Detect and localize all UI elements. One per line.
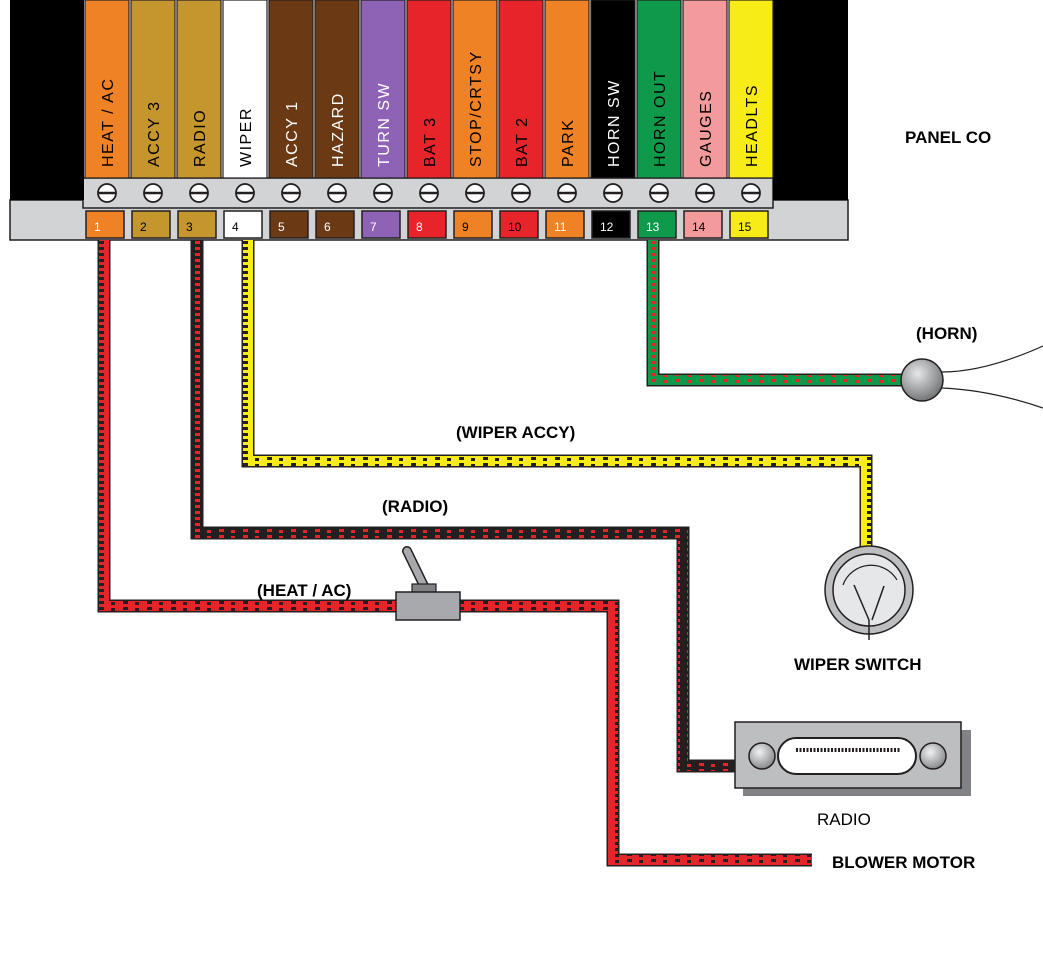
fuse-circuit-6: HAZARD 6 [314,0,360,239]
wiper-switch-label: WIPER SWITCH [794,655,922,674]
circuit-number-tab [453,210,493,239]
fuse-color-bar [84,0,130,179]
circuit-number: 8 [416,220,423,234]
circuit-number-tab [499,210,539,239]
circuit-number: 7 [370,220,377,234]
circuit-number: 1 [94,220,101,234]
wiper-switch-icon [824,545,914,640]
fuse-circuit-1: HEAT / AC 1 [84,0,130,239]
circuit-number-tab [361,210,401,239]
fuse-color-bar [452,0,498,179]
fuse-color-bar [360,0,406,179]
fuse-color-bar [498,0,544,179]
horn-label: (HORN) [916,324,977,343]
circuit-number: 13 [646,220,660,234]
circuit-number-tab [545,210,585,239]
fuse-color-bar [222,0,268,179]
heat-ac-toggle-switch [395,546,461,621]
circuit-name: PARK [560,119,577,167]
fuse-color-bar [176,0,222,179]
horn-icon [900,345,1043,409]
radio-wire-label: (RADIO) [382,497,448,516]
wires [97,240,903,867]
blower-motor-label: BLOWER MOTOR [832,853,975,872]
circuit-number: 15 [738,220,752,234]
fuse-circuit-13: HORN OUT 13 [636,0,682,239]
fuse-circuit-9: STOP/CRTSY 9 [452,0,498,239]
wiper-accy-wire-label: (WIPER ACCY) [456,423,575,442]
radio-icon [734,721,971,796]
circuit-name: HAZARD [330,92,347,167]
circuit-name: BAT 2 [514,117,531,167]
fuse-circuit-5: ACCY 1 5 [268,0,314,239]
circuit-name: BAT 3 [422,117,439,167]
circuit-number-tab [683,210,723,239]
circuit-name: ACCY 3 [146,100,163,167]
fuse-color-bar [682,0,728,179]
circuit-number-tab [729,210,769,239]
circuit-name: GAUGES [698,90,715,167]
circuit-number-tab [591,210,631,239]
fuse-color-bar [636,0,682,179]
circuit-number-tab [407,210,447,239]
circuit-number-tab [269,210,309,239]
circuit-number: 6 [324,220,331,234]
circuit-name: STOP/CRTSY [468,50,485,167]
fuse-color-bar [590,0,636,179]
circuit-name: HEADLTS [744,84,761,167]
fuse-color-bar [268,0,314,179]
panel-connector-title: PANEL CO [905,128,991,147]
circuit-number: 9 [462,220,469,234]
fuse-color-bar [544,0,590,179]
fuse-circuit-10: BAT 2 10 [498,0,544,239]
circuit-number-tab [223,210,263,239]
circuit-number-tab [85,210,125,239]
circuit-name: RADIO [192,109,209,167]
wire-wiper-accy [241,240,873,548]
fuse-circuit-14: GAUGES 14 [682,0,728,239]
heat-ac-wire-label: (HEAT / AC) [257,581,351,600]
circuit-number-tab [315,210,355,239]
circuit-name: HEAT / AC [100,78,117,167]
fuse-color-bar [130,0,176,179]
fuse-block-left-end [10,0,84,200]
fuse-block: HEAT / AC 1 ACCY 3 2 RADIO 3 WIPER 4 ACCY 1 5 HAZA… [9,0,849,241]
circuit-number: 4 [232,220,239,234]
circuit-number: 2 [140,220,147,234]
fuse-circuit-11: PARK 11 [544,0,590,239]
fuse-color-bar [406,0,452,179]
circuit-number-tab [637,210,677,239]
circuit-number: 3 [186,220,193,234]
wire-horn [646,240,903,387]
fuse-circuit-8: BAT 3 8 [406,0,452,239]
circuit-name: WIPER [238,107,255,167]
circuit-number: 14 [692,220,706,234]
fuse-color-bar [728,0,774,179]
radio-label: RADIO [817,810,871,829]
circuit-name: HORN OUT [652,70,669,167]
circuit-name: TURN SW [376,82,393,167]
fuse-circuit-2: ACCY 3 2 [130,0,176,239]
fuse-circuit-7: TURN SW 7 [360,0,406,239]
circuit-number: 10 [508,220,522,234]
circuit-number: 12 [600,220,614,234]
fuse-circuit-15: HEADLTS 15 [728,0,774,239]
fuse-circuit-4: WIPER 4 [222,0,268,239]
fuse-circuit-3: RADIO 3 [176,0,222,239]
circuit-number: 11 [554,220,567,234]
fuse-block-right-end [773,0,848,200]
fuse-circuit-12: HORN SW 12 [590,0,636,239]
fuse-color-bar [314,0,360,179]
circuit-number: 5 [278,220,285,234]
circuit-name: ACCY 1 [284,100,301,167]
circuit-number-tab [131,210,171,239]
circuit-number-tab [177,210,217,239]
circuit-name: HORN SW [606,79,623,167]
